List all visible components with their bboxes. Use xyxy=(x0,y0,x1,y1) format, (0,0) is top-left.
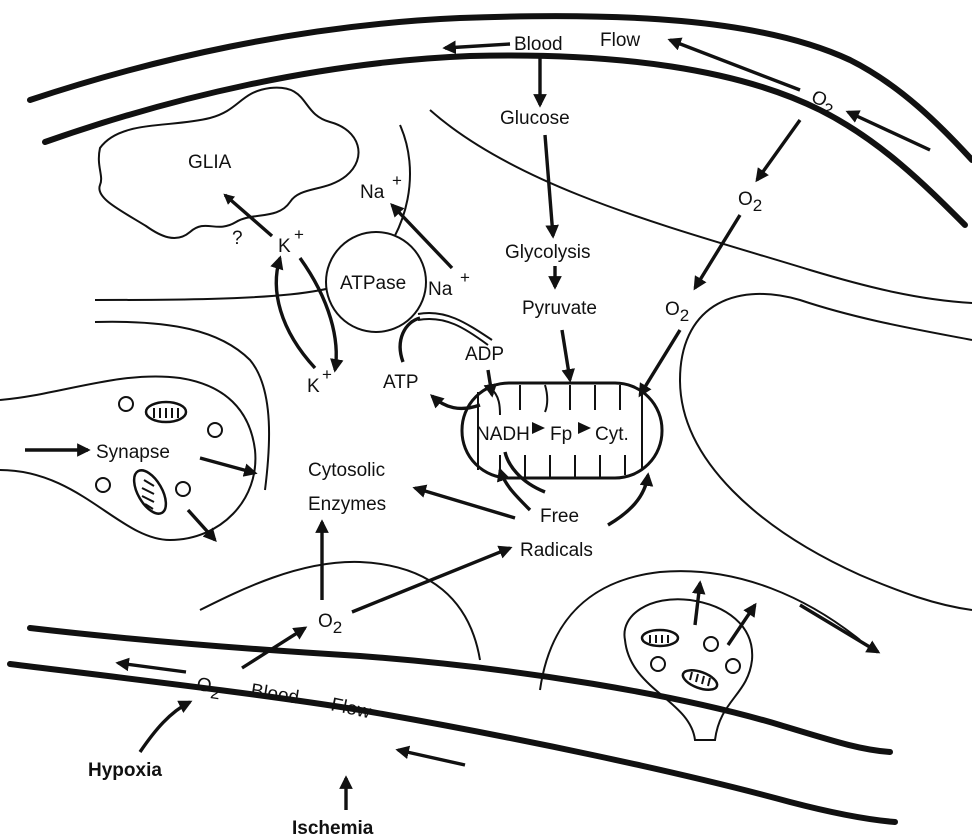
na-right-charge: + xyxy=(460,268,470,287)
glycolysis-label: Glycolysis xyxy=(505,242,591,263)
vesicle xyxy=(119,397,133,411)
vesicle xyxy=(96,478,110,492)
o2-upper-label: O2 xyxy=(738,189,762,215)
glia-label: GLIA xyxy=(188,152,232,173)
blood-flow-top-word2: Flow xyxy=(600,30,640,51)
pyruvate-label: Pyruvate xyxy=(522,298,597,319)
na-top-charge: + xyxy=(392,171,402,190)
synapse-mitochondrion xyxy=(680,666,719,693)
free-label: Free xyxy=(540,506,579,527)
vesicle xyxy=(726,659,740,673)
blood-flow-bottom-word1: Blood xyxy=(249,680,300,708)
enzymes-label: Enzymes xyxy=(308,494,386,515)
o2-lower-label: O2 xyxy=(318,611,342,637)
k-top-charge: + xyxy=(294,225,304,244)
atpase-label: ATPase xyxy=(340,273,406,294)
na-top-label: Na xyxy=(360,182,385,203)
atp-label: ATP xyxy=(383,372,419,393)
glia-uptake-question: ? xyxy=(232,228,243,249)
o2-vessel-bottom-label: O2 xyxy=(195,674,223,703)
glucose-label: Glucose xyxy=(500,108,570,129)
cyt-label: Cyt. xyxy=(595,424,629,445)
synapse-mitochondrion xyxy=(642,630,678,646)
vesicle xyxy=(208,423,222,437)
ischemia-label: Ischemia xyxy=(292,818,374,838)
vesicle xyxy=(176,482,190,496)
radicals-label: Radicals xyxy=(520,540,593,561)
nadh-label: NADH xyxy=(476,424,530,445)
synapse-label: Synapse xyxy=(96,442,170,463)
fp-label: Fp xyxy=(550,424,572,445)
k-bottom-label: K xyxy=(307,376,320,397)
k-top-label: K xyxy=(278,236,291,257)
bottom-blood-vessel xyxy=(10,628,895,822)
vesicle xyxy=(651,657,665,671)
na-right-label: Na xyxy=(428,279,453,300)
o2-middle-label: O2 xyxy=(665,299,689,325)
lower-right-synapse xyxy=(624,599,752,740)
cytosolic-label: Cytosolic xyxy=(308,460,385,481)
blood-flow-top-word1: Blood xyxy=(514,34,563,55)
blood-flow-bottom-word2: Flow xyxy=(329,694,373,723)
vesicle xyxy=(704,637,718,651)
adp-label: ADP xyxy=(465,344,504,365)
k-bottom-charge: + xyxy=(322,365,332,384)
hypoxia-label: Hypoxia xyxy=(88,760,162,781)
